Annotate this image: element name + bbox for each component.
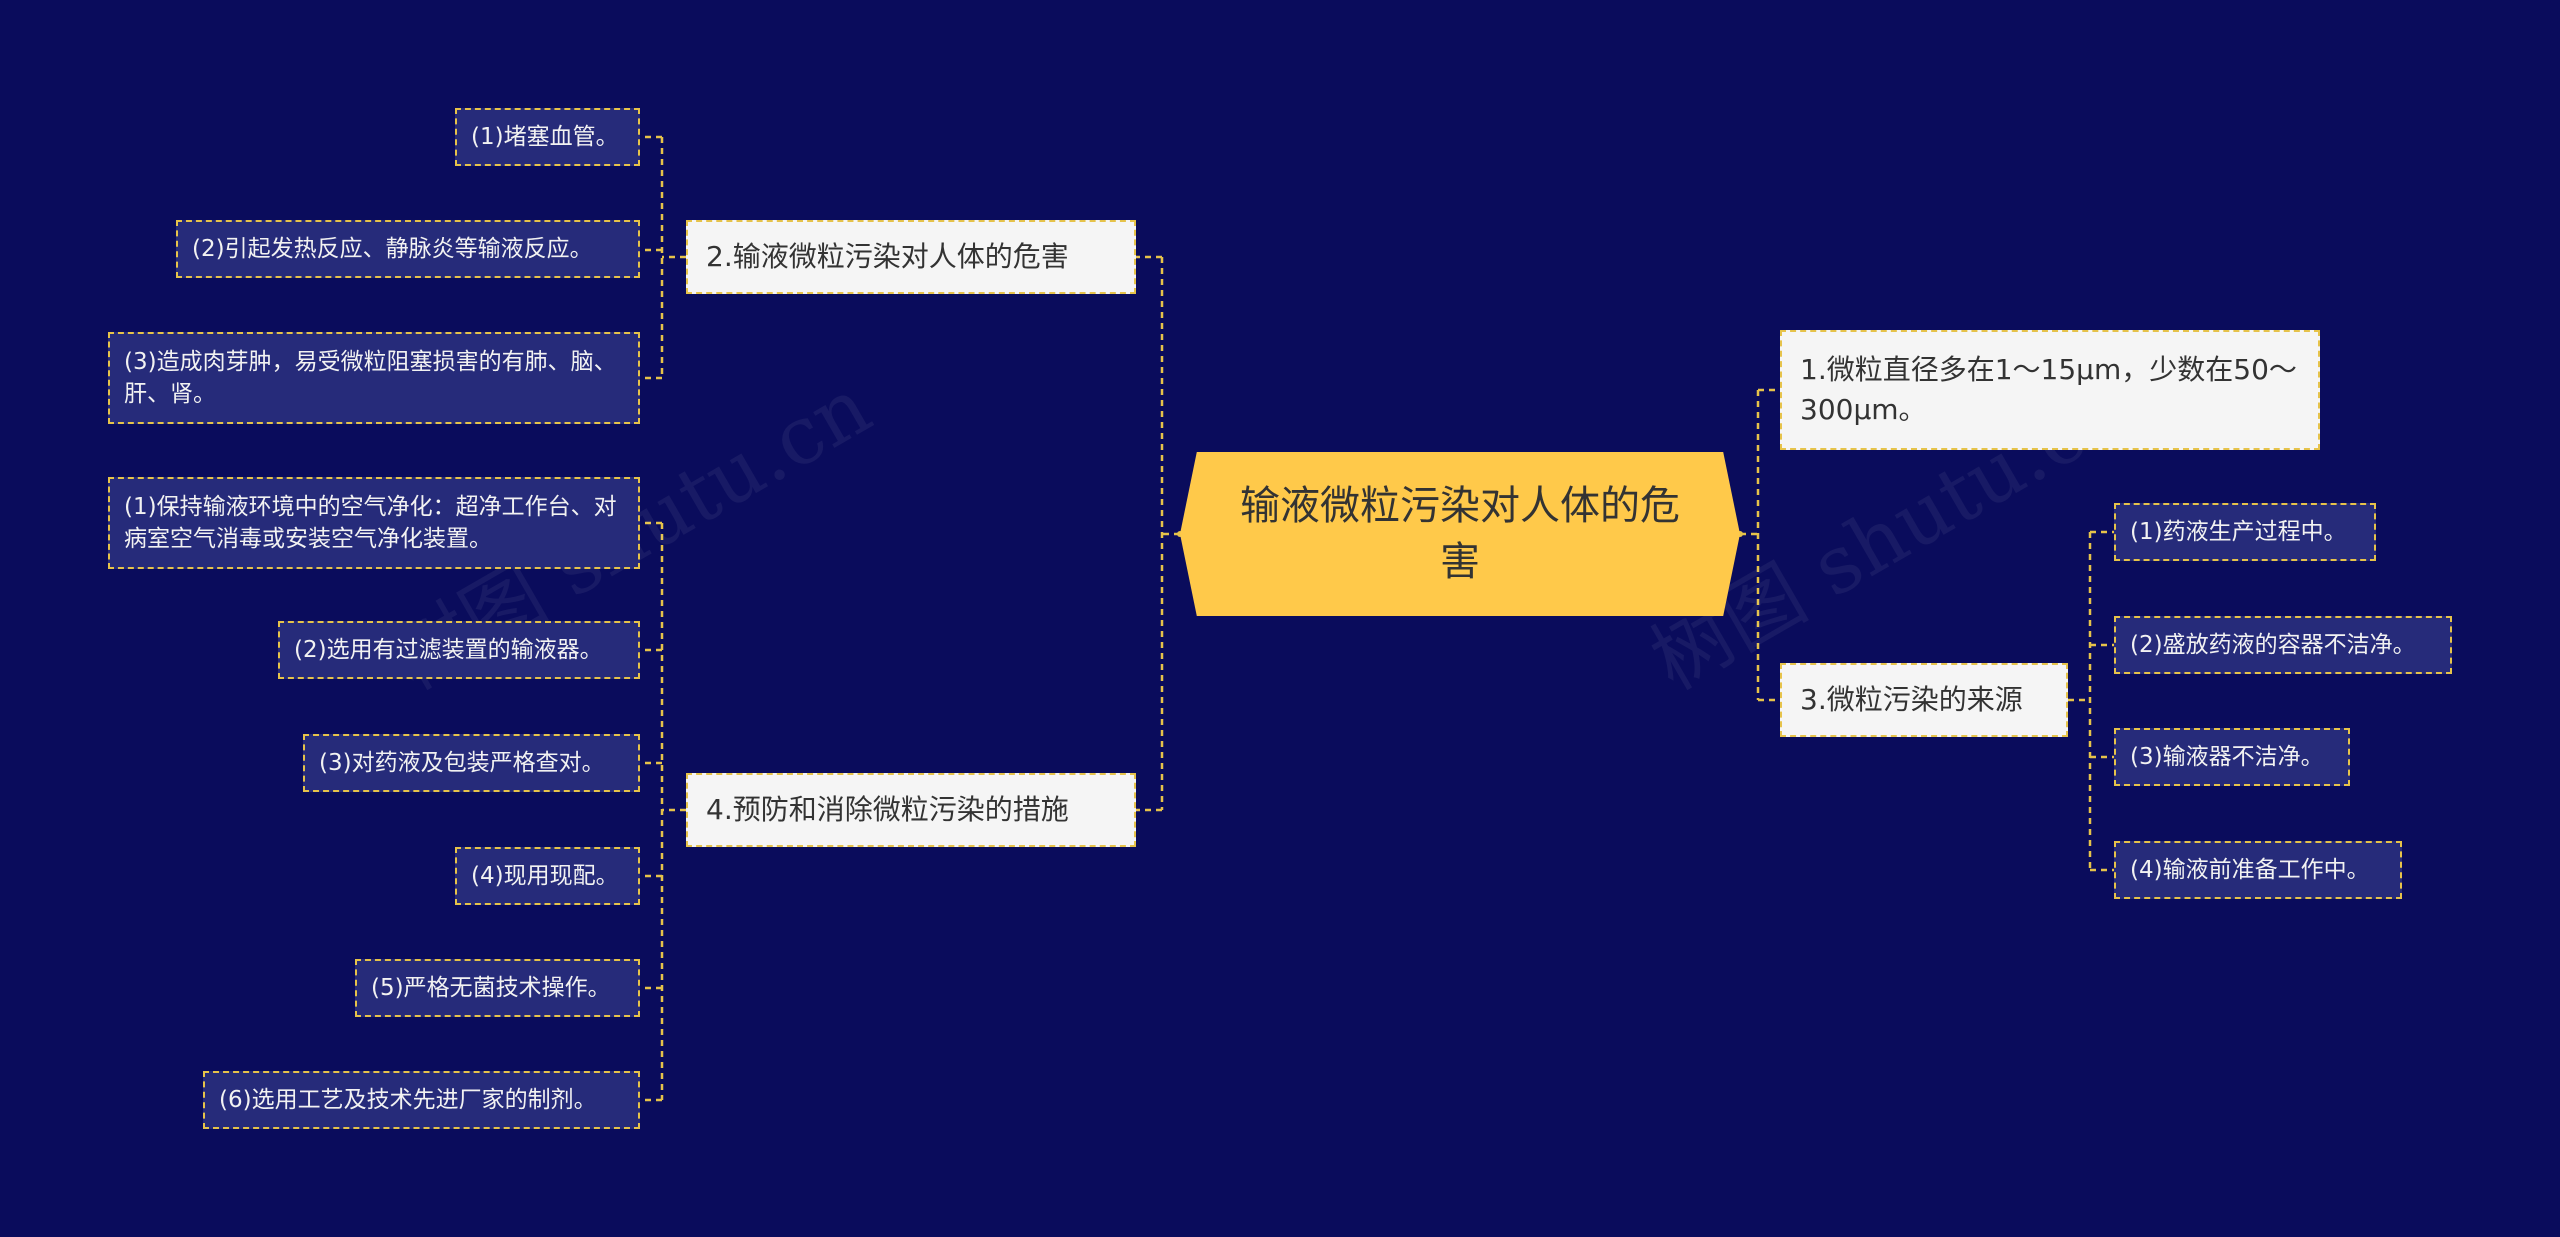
leaf-label: (4)输液前准备工作中。 <box>2130 857 2370 883</box>
leaf-label: (3)造成肉芽肿，易受微粒阻塞损害的有肺、脑、肝、肾。 <box>124 349 617 407</box>
branch-label: 1.微粒直径多在1～15μm，少数在50～300μm。 <box>1800 353 2297 426</box>
branch-node-2[interactable]: 2.输液微粒污染对人体的危害 <box>686 220 1136 294</box>
leaf-node-4-1[interactable]: (1)保持输液环境中的空气净化：超净工作台、对病室空气消毒或安装空气净化装置。 <box>108 477 640 569</box>
leaf-node-3-3[interactable]: (3)输液器不洁净。 <box>2114 728 2350 786</box>
leaf-label: (1)药液生产过程中。 <box>2130 519 2347 545</box>
leaf-node-3-4[interactable]: (4)输液前准备工作中。 <box>2114 841 2402 899</box>
root-node[interactable]: 输液微粒污染对人体的危害 <box>1180 452 1740 616</box>
leaf-label: (6)选用工艺及技术先进厂家的制剂。 <box>219 1087 597 1113</box>
leaf-label: (1)堵塞血管。 <box>471 124 619 150</box>
leaf-label: (2)选用有过滤装置的输液器。 <box>294 637 603 663</box>
leaf-node-4-4[interactable]: (4)现用现配。 <box>455 847 640 905</box>
branch-node-4[interactable]: 4.预防和消除微粒污染的措施 <box>686 773 1136 847</box>
leaf-node-4-2[interactable]: (2)选用有过滤装置的输液器。 <box>278 621 640 679</box>
leaf-label: (2)盛放药液的容器不洁净。 <box>2130 632 2416 658</box>
branch-label: 3.微粒污染的来源 <box>1800 683 2023 716</box>
leaf-node-3-1[interactable]: (1)药液生产过程中。 <box>2114 503 2376 561</box>
leaf-node-3-2[interactable]: (2)盛放药液的容器不洁净。 <box>2114 616 2452 674</box>
leaf-node-2-3[interactable]: (3)造成肉芽肿，易受微粒阻塞损害的有肺、脑、肝、肾。 <box>108 332 640 424</box>
leaf-node-2-2[interactable]: (2)引起发热反应、静脉炎等输液反应。 <box>176 220 640 278</box>
leaf-node-4-5[interactable]: (5)严格无菌技术操作。 <box>355 959 640 1017</box>
leaf-label: (5)严格无菌技术操作。 <box>371 975 611 1001</box>
leaf-node-2-1[interactable]: (1)堵塞血管。 <box>455 108 640 166</box>
leaf-label: (1)保持输液环境中的空气净化：超净工作台、对病室空气消毒或安装空气净化装置。 <box>124 494 617 552</box>
leaf-label: (4)现用现配。 <box>471 863 619 889</box>
branch-label: 4.预防和消除微粒污染的措施 <box>706 793 1069 826</box>
root-label: 输液微粒污染对人体的危害 <box>1240 483 1680 585</box>
leaf-label: (3)输液器不洁净。 <box>2130 744 2324 770</box>
leaf-node-4-3[interactable]: (3)对药液及包装严格查对。 <box>303 734 640 792</box>
branch-node-1[interactable]: 1.微粒直径多在1～15μm，少数在50～300μm。 <box>1780 330 2320 450</box>
branch-node-3[interactable]: 3.微粒污染的来源 <box>1780 663 2068 737</box>
leaf-label: (2)引起发热反应、静脉炎等输液反应。 <box>192 236 593 262</box>
branch-label: 2.输液微粒污染对人体的危害 <box>706 240 1069 273</box>
leaf-label: (3)对药液及包装严格查对。 <box>319 750 605 776</box>
leaf-node-4-6[interactable]: (6)选用工艺及技术先进厂家的制剂。 <box>203 1071 640 1129</box>
